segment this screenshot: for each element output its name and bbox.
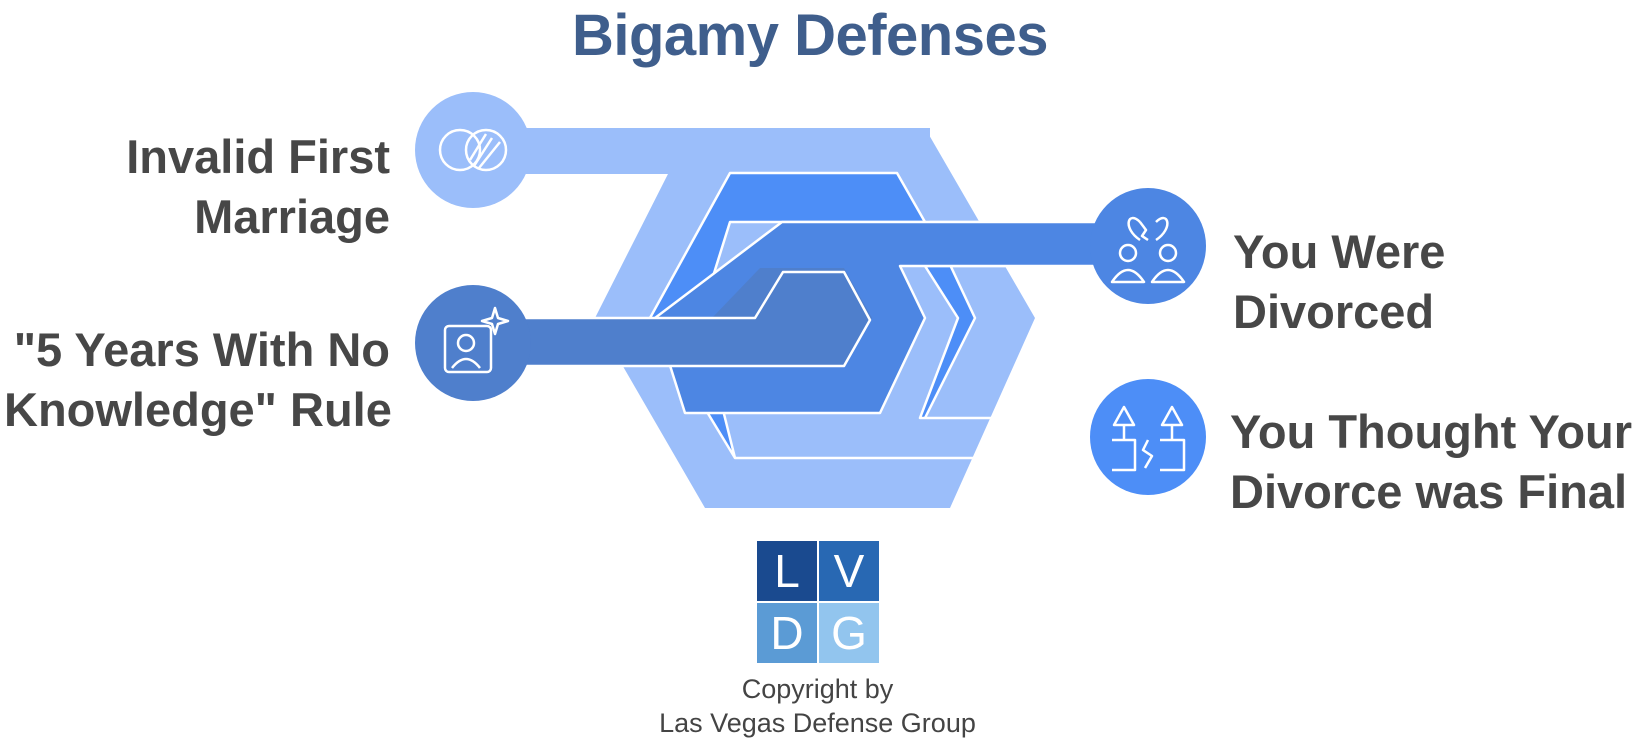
- invalid-arm: [475, 128, 930, 174]
- overlapping-rings-icon: [438, 128, 508, 172]
- defense-label-invalid-first-marriage: Invalid First Marriage: [126, 130, 390, 243]
- lvdg-logo: L V D G: [757, 541, 879, 663]
- defense-label-divorce-was-final: You Thought Your Divorce was Final: [1230, 405, 1633, 518]
- broken-heart-couple-icon: [1110, 216, 1186, 284]
- invalid-circle: [415, 92, 531, 208]
- logo-cell-g: G: [819, 603, 879, 663]
- person-frame-sparkle-icon: [443, 306, 510, 374]
- page-title: Bigamy Defenses: [571, 3, 1049, 68]
- defense-label-5-years-rule: "5 Years With No Knowledge" Rule: [4, 323, 392, 436]
- logo-cell-d: D: [757, 603, 817, 663]
- split-trees-icon: [1112, 405, 1186, 472]
- copyright-notice: Copyright by Las Vegas Defense Group: [659, 674, 976, 738]
- final-circle: [1090, 379, 1206, 495]
- divorced-circle: [1090, 188, 1206, 304]
- 5years-arm: [473, 270, 872, 368]
- logo-cell-l: L: [757, 541, 817, 601]
- logo-cell-v: V: [819, 541, 879, 601]
- defense-label-you-were-divorced: You Were Divorced: [1233, 225, 1446, 338]
